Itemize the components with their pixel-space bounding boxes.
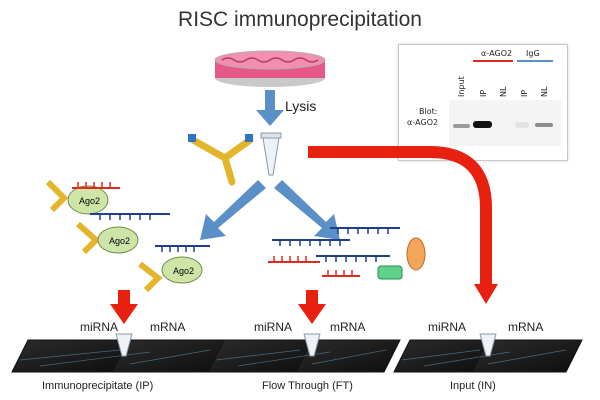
input-microarray (393, 333, 583, 373)
protein-orange (406, 237, 426, 271)
ft-mirna-label: miRNA (254, 320, 292, 334)
protein-green (377, 265, 403, 280)
ft-caption: Flow Through (FT) (262, 380, 353, 392)
lysis-label: Lysis (285, 98, 317, 114)
ago2-group-line (473, 60, 513, 62)
input-arrow (308, 146, 498, 304)
ft-to-chip-arrow (298, 290, 326, 324)
band-input (453, 124, 470, 128)
ago2-complex-1: Ago2 (45, 179, 120, 215)
blot-label-line2: α-AGO2 (407, 118, 439, 127)
western-blot-panel: α-AGO2 IgG Input IP NL IP NL Blot: α-AGO… (398, 44, 568, 161)
band-nl-igg (535, 123, 553, 127)
ip-to-chip-arrow (110, 290, 138, 324)
diagram-title: RISC immunoprecipitation (178, 8, 422, 31)
band-ip-igg (515, 122, 529, 128)
ip-caption: Immunoprecipitate (IP) (42, 380, 154, 392)
input-caption: Input (IN) (450, 380, 496, 392)
band-ip-ago2 (473, 121, 492, 128)
ip-microarray (11, 333, 229, 373)
ip-mirna-label: miRNA (80, 320, 118, 334)
ago2-label-3: Ago2 (173, 266, 194, 276)
blot-label-line1: Blot: (419, 107, 438, 116)
input-mrna-label: mRNA (508, 320, 544, 334)
ago2-antibody-label: α-AGO2 (481, 49, 513, 58)
input-mirna-label: miRNA (428, 320, 466, 334)
flow-through-rnas (268, 227, 426, 280)
split-arrow-ip (200, 180, 266, 240)
split-arrow-ft (274, 180, 340, 240)
culture-dish-icon (214, 50, 326, 87)
igg-group-line (517, 60, 553, 62)
ago2-label-1: Ago2 (79, 196, 100, 206)
lysis-arrow (256, 90, 284, 126)
antibody-icon (188, 134, 254, 186)
ip-mrna-label: mRNA (150, 320, 186, 334)
tube-icon (260, 132, 282, 176)
ago2-label-2: Ago2 (109, 236, 130, 246)
igg-antibody-label: IgG (526, 49, 540, 58)
ft-mrna-label: mRNA (330, 320, 366, 334)
ago2-complex-3: Ago2 (138, 245, 210, 293)
ft-microarray (207, 333, 401, 373)
ago2-complex-2: Ago2 (76, 213, 170, 255)
